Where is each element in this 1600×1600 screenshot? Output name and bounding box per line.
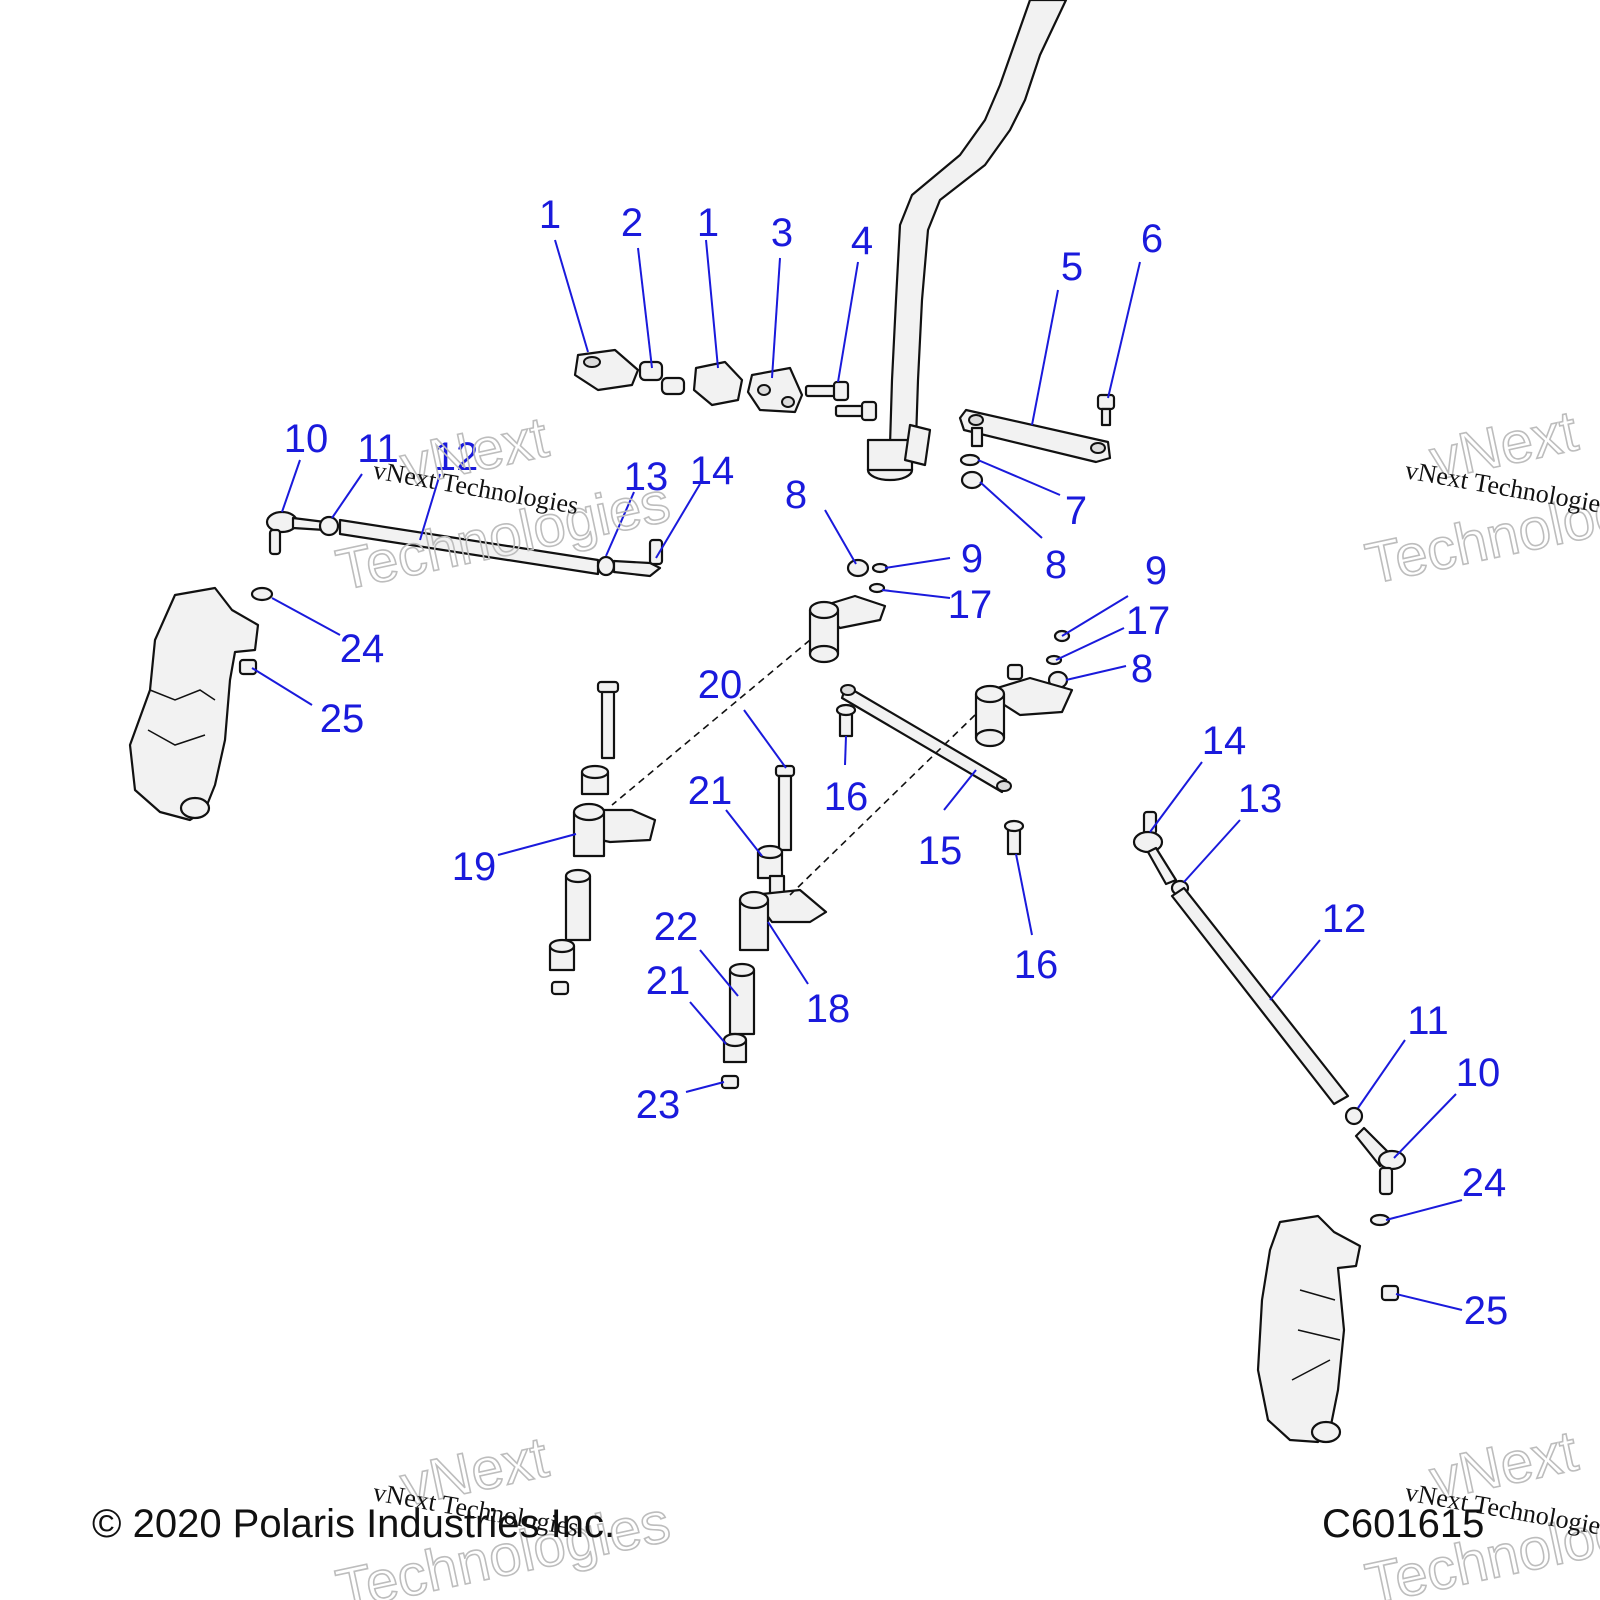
upper-arm-bracket	[808, 558, 889, 664]
callout-2: 2	[621, 201, 643, 245]
steering-plate	[958, 393, 1116, 490]
callout-1a: 1	[539, 193, 561, 237]
callout-5: 5	[1061, 245, 1083, 289]
callout-20: 20	[698, 663, 743, 707]
callout-7: 7	[1065, 489, 1087, 533]
callout-24b: 24	[1462, 1161, 1507, 1205]
copyright-text: © 2020 Polaris Industries Inc.	[92, 1502, 616, 1546]
callout-6: 6	[1141, 217, 1163, 261]
drag-link	[835, 684, 1025, 856]
callout-17b: 17	[1126, 599, 1171, 643]
callout-17a: 17	[948, 583, 993, 627]
clamp-assembly	[573, 348, 878, 422]
callout-10b: 10	[1456, 1051, 1501, 1095]
left-tie-rod	[265, 510, 664, 578]
callout-24a: 24	[340, 627, 385, 671]
right-arm-bracket	[974, 629, 1074, 748]
callout-9b: 9	[1145, 549, 1167, 593]
watermark-top-right: vNext Technologies vNext Technologies	[1359, 397, 1600, 597]
diagram-code: C601615	[1322, 1502, 1485, 1546]
callout-12b: 12	[1322, 897, 1367, 941]
callout-4: 4	[851, 219, 873, 263]
callout-10a: 10	[284, 417, 329, 461]
callout-1b: 1	[697, 201, 719, 245]
left-knuckle	[128, 586, 274, 822]
callout-16b: 16	[1014, 943, 1059, 987]
callout-21b: 21	[646, 959, 691, 1003]
callout-13b: 13	[1238, 777, 1283, 821]
callout-8b: 8	[785, 473, 807, 517]
callout-14a: 14	[690, 449, 735, 493]
callout-22: 22	[654, 905, 699, 949]
callout-12a: 12	[434, 435, 479, 479]
callout-8c: 8	[1131, 647, 1153, 691]
callout-23: 23	[636, 1083, 681, 1127]
leader-lines	[251, 239, 1463, 1311]
callout-15: 15	[918, 829, 963, 873]
callout-19: 19	[452, 845, 497, 889]
right-knuckle	[1256, 1213, 1400, 1444]
left-post-assembly	[548, 680, 657, 996]
callout-16a: 16	[824, 775, 869, 819]
callout-11a: 11	[357, 427, 399, 471]
callout-14b: 14	[1202, 719, 1247, 763]
callout-21a: 21	[688, 769, 733, 813]
right-post-assembly	[720, 764, 828, 1090]
callout-18: 18	[806, 987, 851, 1031]
callout-9a: 9	[961, 537, 983, 581]
callout-labels: 1 2 1 3 4 5 6 7 8 8 9 9 17 17 8 10 11 12…	[284, 193, 1509, 1333]
callout-25a: 25	[320, 697, 365, 741]
callout-13a: 13	[624, 455, 669, 499]
steering-column	[866, 0, 1068, 482]
callout-11b: 11	[1407, 999, 1449, 1043]
callout-3: 3	[771, 211, 793, 255]
right-tie-rod	[1132, 810, 1407, 1196]
callout-8a: 8	[1045, 543, 1067, 587]
callout-25b: 25	[1464, 1289, 1509, 1333]
